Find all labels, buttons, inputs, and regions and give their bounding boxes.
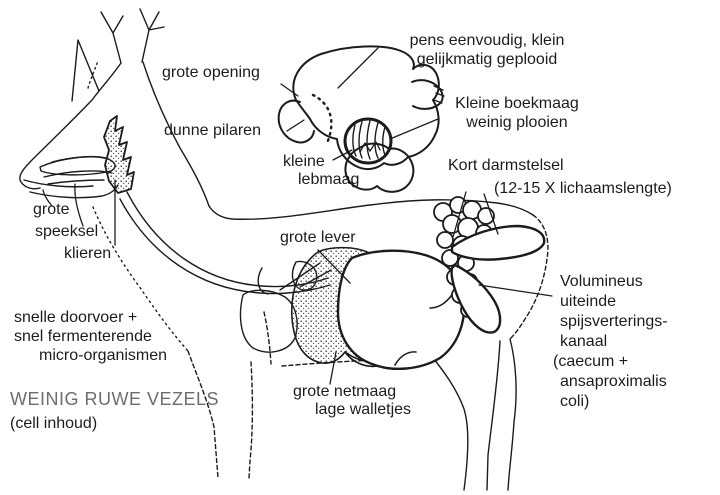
caecum bbox=[450, 224, 546, 261]
label-grote-opening: grote opening bbox=[162, 64, 260, 81]
label-snelle-line3: micro-organismen bbox=[39, 347, 168, 364]
label-cell-inhoud: (cell inhoud) bbox=[10, 415, 98, 432]
leader-lines bbox=[42, 47, 553, 385]
label-snelle-line2: snel fermenterende bbox=[14, 328, 152, 345]
label-kort-darmstelsel-line2: (12-15 X lichaamslengte) bbox=[494, 180, 672, 197]
label-speeksel-line3: klieren bbox=[64, 245, 112, 262]
label-kleine-boekmaag-line2: weinig plooien bbox=[466, 114, 568, 131]
label-weinig-ruwe-vezels: WEINIG RUWE VEZELS bbox=[10, 389, 220, 409]
label-volumineus: Volumineus uiteinde spijsverterings- kan… bbox=[553, 272, 668, 412]
label-speeksel-line1: grote bbox=[33, 201, 70, 218]
label-grote-netmaag-line2: lage walletjes bbox=[315, 401, 412, 418]
label-dunne-pilaren: dunne pilaren bbox=[164, 122, 261, 139]
label-grote-netmaag-line1: grote netmaag bbox=[293, 383, 397, 400]
label-kleine-lebmaag-line1: kleine bbox=[283, 153, 325, 170]
stomach-diagram bbox=[277, 45, 445, 193]
label-pens: pens eenvoudig, klein gelijkmatig geploo… bbox=[373, 31, 601, 69]
label-volumineus-line3: spijsverterings- bbox=[560, 313, 668, 330]
label-speeksel-line2: speeksel bbox=[35, 223, 99, 240]
label-snelle-line1: snelle doorvoer + bbox=[14, 309, 138, 326]
label-kort-darmstelsel-line1: Kort darmstelsel bbox=[448, 157, 564, 174]
deer-body-outline bbox=[19, 8, 549, 491]
label-kleine-lebmaag-line2: lebmaag bbox=[298, 171, 360, 188]
label-pens-line2: gelijkmatig geplooid bbox=[416, 51, 558, 68]
internal-organs bbox=[119, 191, 546, 370]
label-kleine-boekmaag-line1: Kleine boekmaag bbox=[455, 95, 579, 112]
label-volumineus-line6: ansaproximalis bbox=[560, 373, 667, 390]
label-volumineus-line1: Volumineus bbox=[560, 273, 643, 290]
label-volumineus-line7: coli) bbox=[560, 393, 590, 410]
label-volumineus-line2: uiteinde bbox=[560, 293, 617, 310]
label-volumineus-line5: (caecum + bbox=[553, 353, 629, 370]
label-kleine-boekmaag: Kleine boekmaag weinig plooien bbox=[438, 94, 596, 132]
salivary-gland-patch bbox=[103, 115, 135, 194]
label-pens-line1: pens eenvoudig, klein bbox=[409, 32, 565, 49]
label-grote-lever: grote lever bbox=[280, 229, 356, 246]
label-volumineus-line4: kanaal bbox=[560, 333, 608, 350]
